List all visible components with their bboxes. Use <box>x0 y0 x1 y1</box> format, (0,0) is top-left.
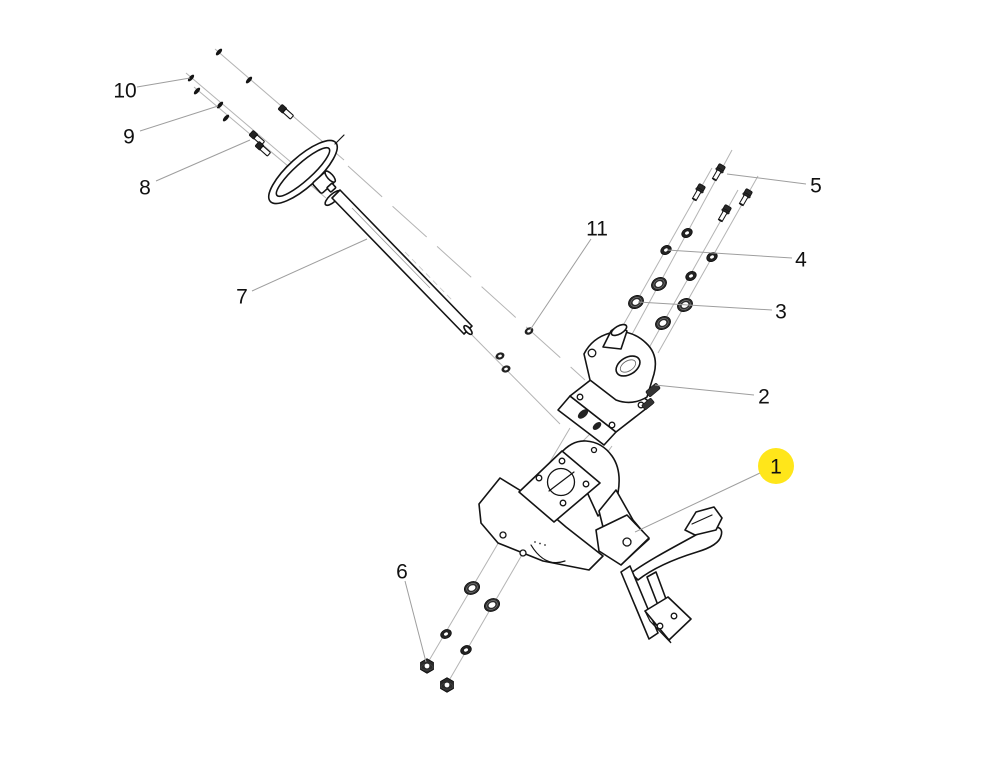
callout-10[interactable]: 10 <box>113 77 191 103</box>
fasteners-layer <box>186 47 754 693</box>
spring-washer-glyph <box>458 643 474 657</box>
callout-label: 11 <box>586 218 608 241</box>
callout-8[interactable]: 8 <box>139 139 251 200</box>
spring-washer-glyph <box>679 225 695 241</box>
leader-line <box>529 238 592 331</box>
nut-glyph <box>420 658 434 674</box>
pin-glyph <box>244 75 254 85</box>
flat-washer-glyph <box>481 595 503 615</box>
ring-glyph <box>523 325 535 337</box>
leader-line <box>666 249 793 259</box>
leader-line <box>136 77 191 88</box>
pin-glyph <box>192 86 202 96</box>
callout-label: 5 <box>810 175 822 198</box>
callout-label: 2 <box>758 386 770 409</box>
leader-line <box>139 105 219 132</box>
callout-label: 7 <box>236 286 248 309</box>
leader-line <box>726 173 807 185</box>
stud-bolt-glyph <box>709 162 727 183</box>
leader-line <box>251 238 368 292</box>
assembly-axis <box>446 552 524 685</box>
leader-line <box>634 472 761 533</box>
callout-2[interactable]: 2 <box>654 384 770 409</box>
push-rod-drawing <box>267 134 473 336</box>
callout-label: 4 <box>795 249 807 272</box>
callout-4[interactable]: 4 <box>666 249 807 272</box>
flat-washer-glyph <box>461 578 483 598</box>
pedal-bracket-drawing <box>478 440 723 644</box>
callout-5[interactable]: 5 <box>726 173 822 198</box>
leader-line <box>654 384 755 396</box>
callout-3[interactable]: 3 <box>637 301 787 324</box>
callout-1[interactable]: 1 <box>634 448 794 533</box>
valve-drawing <box>557 323 661 446</box>
assembly-axis <box>469 332 561 425</box>
spring-washer-glyph <box>438 627 454 641</box>
stud-bolt-glyph <box>689 182 707 203</box>
leader-line <box>637 301 773 311</box>
nut-glyph <box>440 677 454 693</box>
leader-line <box>155 139 251 182</box>
callout-label: 1 <box>770 456 782 479</box>
callout-6[interactable]: 6 <box>396 561 427 663</box>
callout-label: 10 <box>113 80 136 103</box>
stud-bolt-glyph <box>715 203 733 224</box>
clevis-bolt-glyph <box>277 103 295 121</box>
leader-line <box>404 580 427 663</box>
callout-label: 9 <box>123 126 135 149</box>
flat-washer-glyph <box>648 274 670 294</box>
assembly-axis <box>629 149 733 339</box>
callouts-layer: 1 2 3 4 5 6 7 8 9 10 11 <box>113 77 822 663</box>
flat-washer-glyph <box>652 313 674 333</box>
callout-11[interactable]: 11 <box>529 218 608 331</box>
callout-9[interactable]: 9 <box>123 105 219 149</box>
spring-washer-glyph <box>683 268 699 284</box>
pin-glyph <box>221 113 231 123</box>
callout-label: 8 <box>139 177 151 200</box>
callout-label: 3 <box>775 301 787 324</box>
highlight-circle <box>758 448 794 484</box>
assembly-axis <box>426 534 504 665</box>
assembly-axis <box>347 165 586 381</box>
stud-bolt-glyph <box>736 187 754 208</box>
callout-label: 6 <box>396 561 408 584</box>
callout-7[interactable]: 7 <box>236 238 368 309</box>
